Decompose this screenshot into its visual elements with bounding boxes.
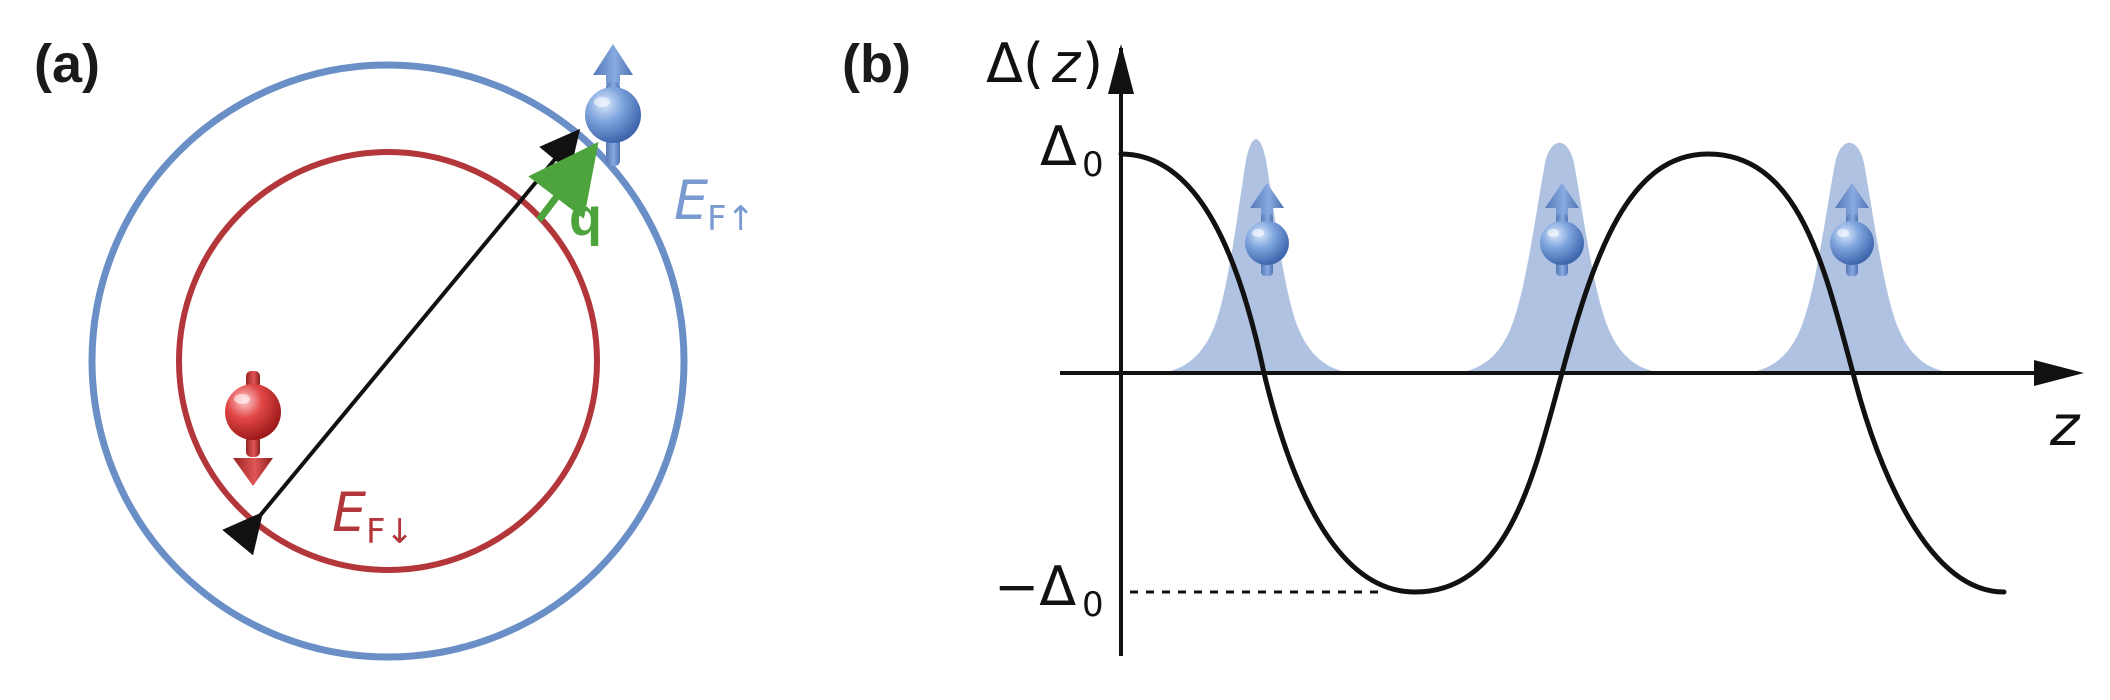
spin-up-particle-icon <box>1245 183 1289 276</box>
svg-text:Δ: Δ <box>1040 115 1077 178</box>
svg-text:F↑: F↑ <box>707 199 755 239</box>
svg-text:0: 0 <box>1082 585 1104 625</box>
spin-up-particle-icon <box>1830 183 1874 276</box>
pairing-vector-black <box>222 128 581 556</box>
y-axis-arrowhead <box>1108 44 1134 94</box>
spin-down-particle-icon <box>225 371 281 486</box>
outer-fermi-circle <box>88 61 688 661</box>
x-axis-label: z <box>2049 394 2081 459</box>
x-axis-arrowhead <box>2034 360 2084 386</box>
panel-b-label: (b) <box>842 34 911 94</box>
q-label: q <box>569 187 602 247</box>
svg-text:): ) <box>1082 32 1103 95</box>
svg-text:E: E <box>332 481 367 544</box>
panel-a-label: (a) <box>34 34 100 94</box>
tick-bottom-label: −Δ 0 <box>994 555 1104 625</box>
svg-text:F↓: F↓ <box>366 512 414 552</box>
tick-top-label: Δ 0 <box>1040 115 1104 185</box>
fermi-down-label: E F↓ <box>332 481 414 552</box>
order-parameter-curve <box>1118 151 2007 595</box>
y-axis-label: Δ( z ) <box>986 32 1103 95</box>
panel-a: (a) q E F↑ E F↓ <box>34 34 755 661</box>
q-vector <box>528 141 599 223</box>
spin-up-particle-icon <box>585 44 641 166</box>
svg-text:E: E <box>674 169 709 232</box>
svg-text:−Δ: −Δ <box>994 555 1076 618</box>
spin-up-particle-icon <box>1540 183 1584 276</box>
fermi-up-label: E F↑ <box>674 169 755 239</box>
svg-text:Δ(: Δ( <box>986 32 1044 95</box>
svg-text:z: z <box>1051 32 1082 95</box>
panel-b: (b) Δ( z ) z Δ 0 −Δ 0 <box>842 32 2084 656</box>
svg-text:0: 0 <box>1082 145 1104 185</box>
